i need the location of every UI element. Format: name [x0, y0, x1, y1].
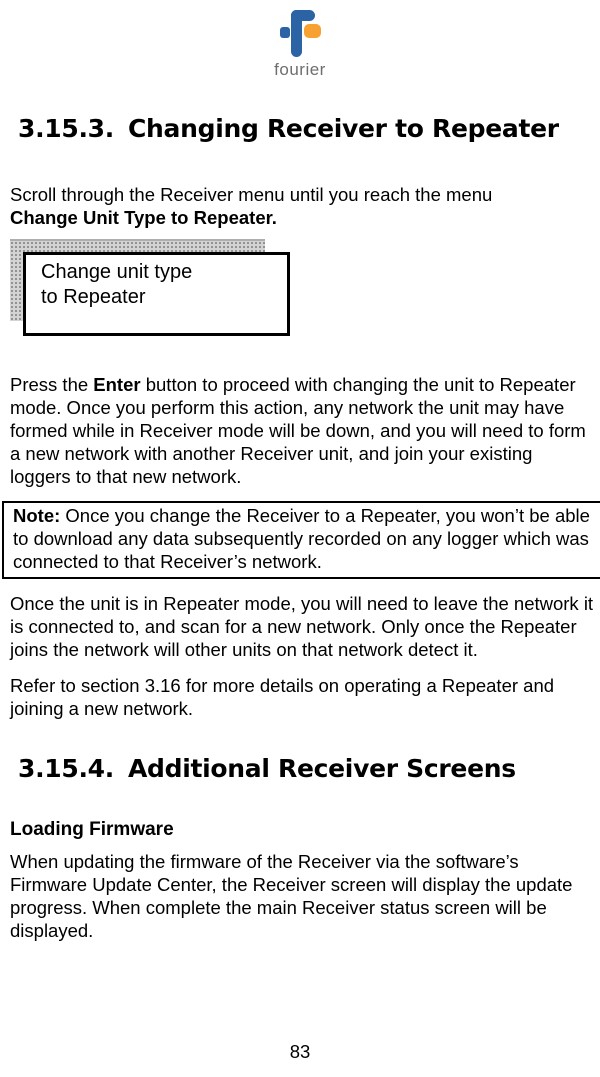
paragraph-scroll-menu: Scroll through the Receiver menu until y… [10, 183, 595, 229]
paragraph-repeater-mode: Once the unit is in Repeater mode, you w… [10, 593, 594, 660]
subheading-loading-firmware: Loading Firmware [10, 819, 174, 840]
fourier-logo: fourier [0, 0, 600, 80]
section-title: Additional Receiver Screens [127, 754, 516, 783]
section-heading-3-15-3: 3.15.3. Changing Receiver to Repeater [18, 114, 600, 143]
enter-button-bold: Enter [93, 374, 141, 395]
receiver-lcd-screen: Change unit type to Repeater [10, 239, 290, 336]
section-number: 3.15.4. [18, 754, 114, 783]
paragraph-refer-section: Refer to section 3.16 for more details o… [10, 675, 555, 719]
lcd-line2: to Repeater [41, 286, 146, 308]
note-box: Note: Once you change the Receiver to a … [2, 501, 600, 579]
page-number: 83 [289, 1041, 311, 1062]
fourier-logo-icon [279, 10, 321, 57]
lcd-line1: Change unit type [41, 261, 193, 283]
note-label: Note: [13, 505, 61, 526]
paragraph-text: Press the [10, 374, 94, 395]
note-text: Once you change the Receiver to a Repeat… [13, 505, 590, 572]
paragraph-text: Scroll through the Receiver menu until y… [10, 184, 493, 205]
menu-name-bold: Change Unit Type to Repeater. [10, 207, 277, 228]
lcd-display-frame: Change unit type to Repeater [23, 252, 290, 336]
paragraph-firmware-update: When updating the firmware of the Receiv… [10, 851, 573, 941]
paragraph-text: button to proceed with changing the unit… [10, 374, 586, 487]
fourier-logo-wordmark: fourier [274, 60, 326, 79]
paragraph-press-enter: Press the Enter button to proceed with c… [10, 373, 595, 488]
section-title: Changing Receiver to Repeater [127, 114, 559, 143]
section-number: 3.15.3. [18, 114, 114, 143]
section-heading-3-15-4: 3.15.4. Additional Receiver Screens [18, 754, 600, 783]
